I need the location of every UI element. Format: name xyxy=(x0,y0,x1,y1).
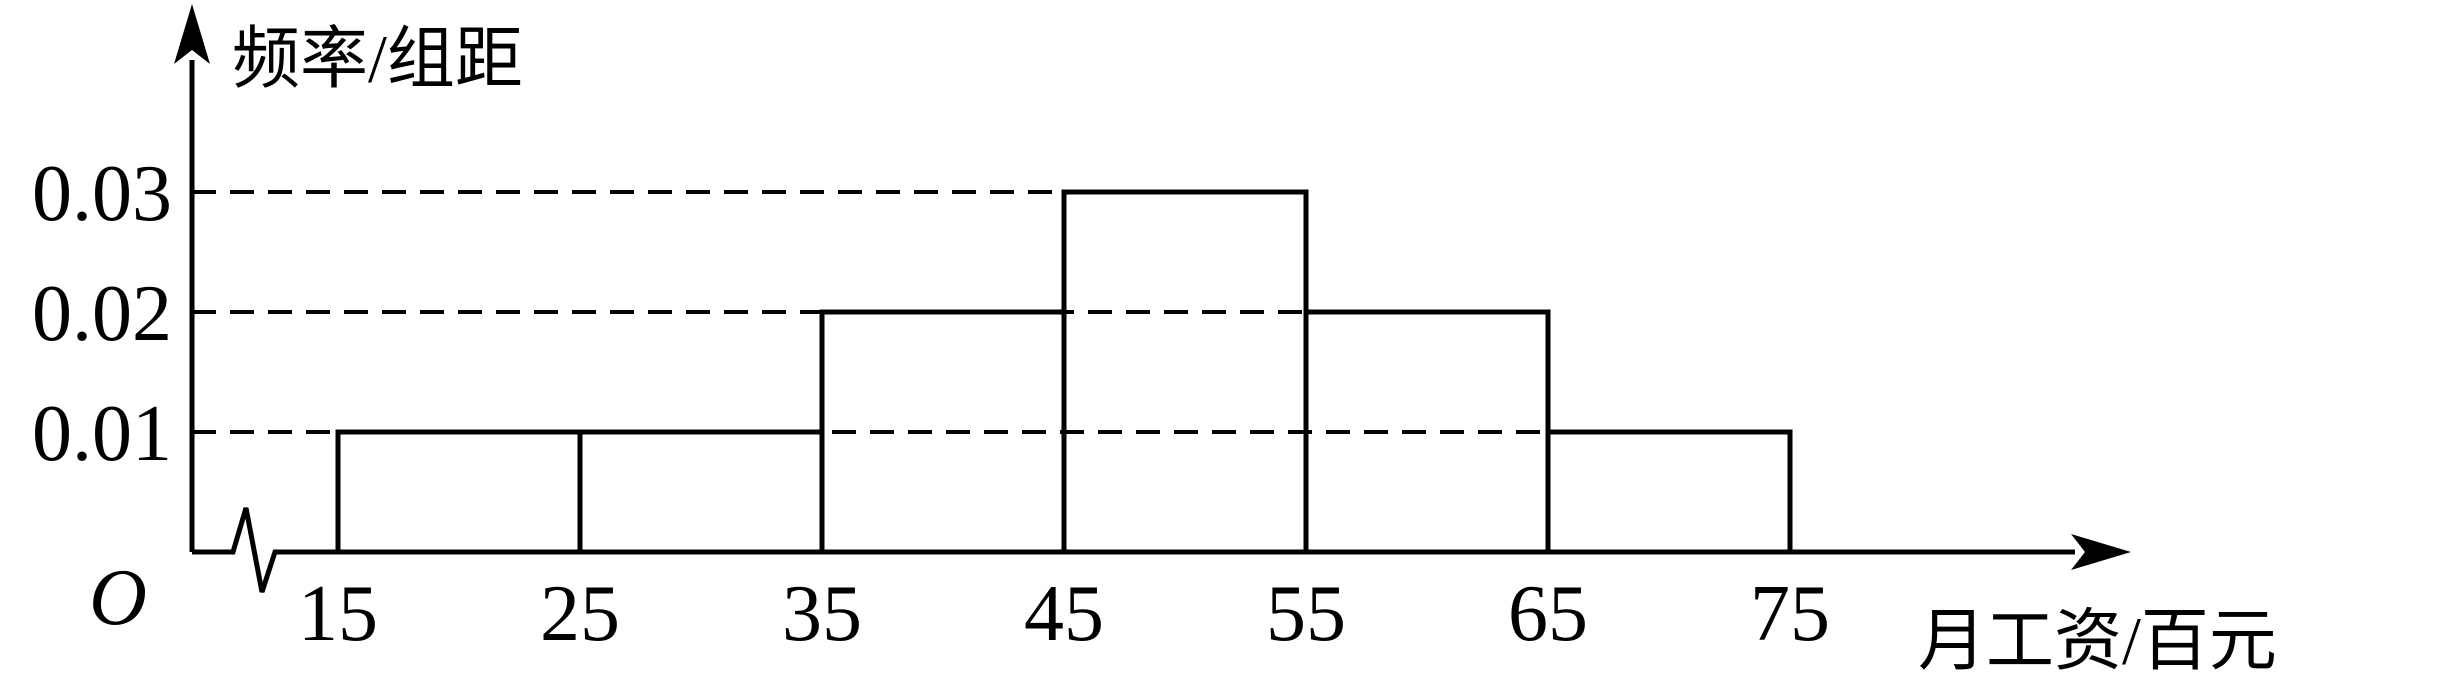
histogram-bar-1 xyxy=(577,429,825,555)
histogram-bar-5 xyxy=(1545,429,1793,555)
y-tick-label-2: 0.03 xyxy=(32,150,172,238)
x-tick-labels: 15 25 35 45 55 65 75 xyxy=(298,570,1830,658)
x-tick-label-6: 75 xyxy=(1750,570,1830,658)
x-tick-label-4: 55 xyxy=(1266,570,1346,658)
x-tick-label-3: 45 xyxy=(1024,570,1104,658)
x-tick-label-0: 15 xyxy=(298,570,378,658)
y-axis-title: 频率/组距 xyxy=(232,21,523,97)
y-tick-labels: 0.01 0.02 0.03 xyxy=(32,150,172,478)
x-tick-label-2: 35 xyxy=(782,570,862,658)
x-axis-break xyxy=(192,507,2060,593)
y-tick-label-1: 0.02 xyxy=(32,270,172,358)
histogram-bar-3 xyxy=(1061,189,1309,555)
x-tick-label-1: 25 xyxy=(540,570,620,658)
origin-label: O xyxy=(89,554,147,642)
x-tick-label-5: 65 xyxy=(1508,570,1588,658)
y-tick-label-0: 0.01 xyxy=(32,390,172,478)
histogram-bars xyxy=(335,189,1793,555)
x-axis-title: 月工资/百元 xyxy=(1918,603,2277,679)
histogram-bar-0 xyxy=(335,429,583,555)
